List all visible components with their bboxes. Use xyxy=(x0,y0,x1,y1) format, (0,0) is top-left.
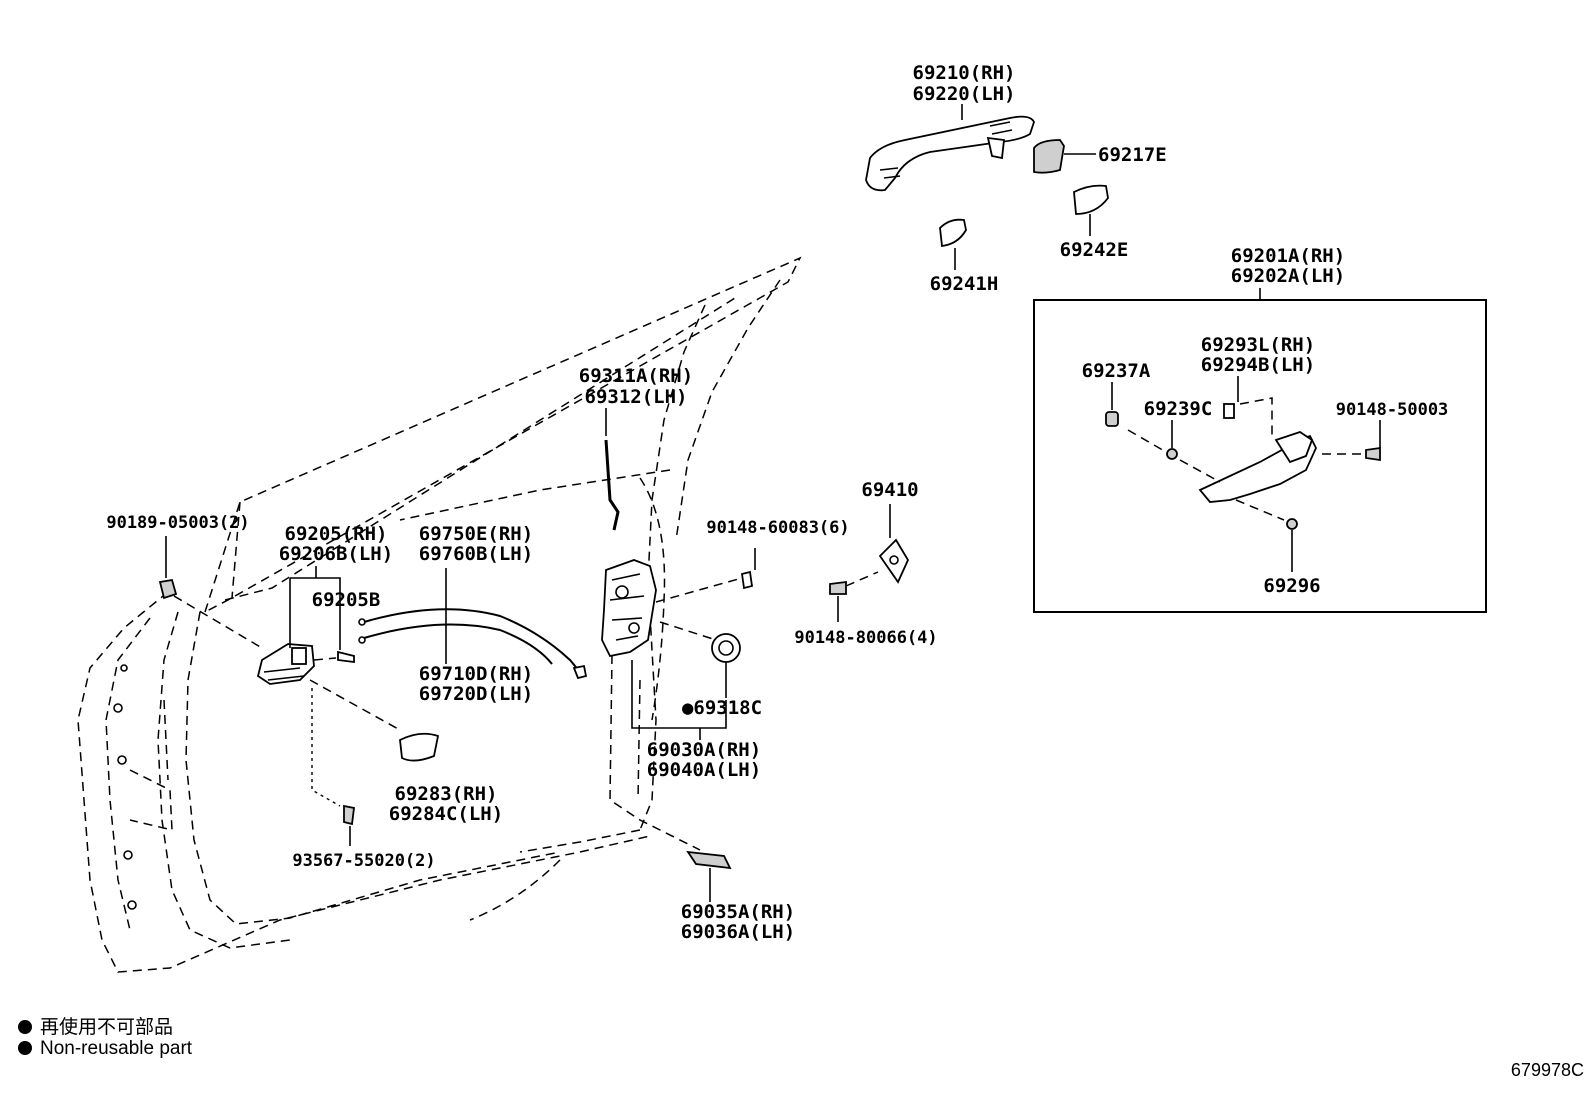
part-labels: 69210(RH)69220(LH) 69217E 69242E 69241H … xyxy=(106,62,1448,943)
label-handle-cap: 69283(RH)69284C(LH) xyxy=(389,783,503,825)
label-frame-screw: 90148-50003 xyxy=(1336,400,1449,420)
label-frame-bolt: 69296 xyxy=(1263,575,1320,597)
label-grommet: 69239C xyxy=(1144,398,1213,420)
lock-assy-illustration xyxy=(601,408,756,902)
legend-jp: 再使用不可部品 xyxy=(18,1012,173,1039)
label-lock-screw: 90148-60083(6) xyxy=(706,518,849,538)
label-handle-pad-rear: 69242E xyxy=(1060,239,1129,261)
bullet-icon xyxy=(18,1041,32,1055)
label-striker-screw: 90148-80066(4) xyxy=(794,628,937,648)
striker-illustration xyxy=(829,504,910,622)
label-inside-handle: 69205(RH)69206B(LH) xyxy=(279,523,393,565)
label-outside-handle: 69210(RH)69220(LH) xyxy=(913,62,1016,105)
legend-en-text: Non-reusable part xyxy=(40,1038,193,1059)
label-seal: ●69318C xyxy=(682,697,762,719)
label-striker: 69410 xyxy=(861,479,918,501)
bullet-icon xyxy=(18,1020,32,1034)
frame-assy-illustration xyxy=(1033,288,1487,613)
legend-en: Non-reusable part xyxy=(18,1038,192,1060)
label-handle-pad-front: 69241H xyxy=(930,273,999,295)
inside-handle-illustration xyxy=(158,536,588,846)
outside-handle-illustration xyxy=(865,104,1109,270)
label-clip: 90189-05003(2) xyxy=(106,513,249,533)
label-lock-assy: 69030A(RH)69040A(LH) xyxy=(647,739,761,781)
label-handle-cover: 69217E xyxy=(1098,144,1167,166)
label-rod: 69293L(RH)69294B(LH) xyxy=(1201,334,1315,376)
door-outline xyxy=(77,256,802,973)
label-cable-lower: 69710D(RH)69720D(LH) xyxy=(419,663,533,705)
label-handle-screw: 93567-55020(2) xyxy=(292,851,435,871)
label-inside-handle-bezel: 69205B xyxy=(312,589,381,611)
label-frame-assy: 69201A(RH)69202A(LH) xyxy=(1231,245,1345,287)
label-cushion: 69237A xyxy=(1082,360,1151,382)
label-lock-cover: 69035A(RH)69036A(LH) xyxy=(681,901,795,943)
illustration-code: 679978C xyxy=(1510,1060,1584,1080)
label-lock-rod: 69311A(RH)69312(LH) xyxy=(579,365,693,408)
label-cable-upper: 69750E(RH)69760B(LH) xyxy=(419,523,533,565)
legend-jp-text: 再使用不可部品 xyxy=(40,1017,174,1038)
